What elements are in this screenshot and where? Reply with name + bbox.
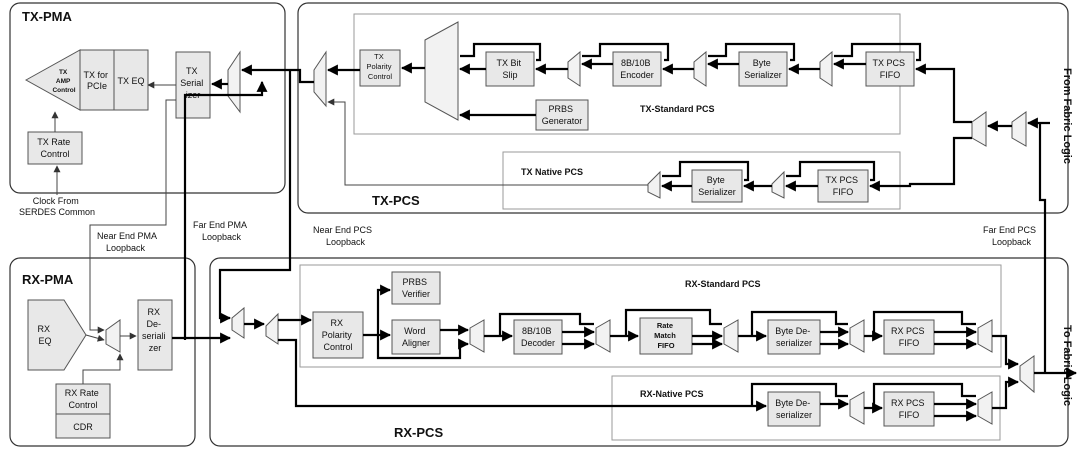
tx-fabric-demux-left xyxy=(971,111,987,147)
rx-native-byte-deserializer-label: Byte De- serializer xyxy=(775,398,813,420)
tx-bit-slip-label: TX Bit Slip xyxy=(496,58,523,80)
near-end-pcs-loopback-label: Near End PCS Loopback xyxy=(313,225,375,247)
prbs-verifier-block xyxy=(391,271,441,305)
prbs-generator-label: PRBS Generator xyxy=(542,104,583,126)
tx-8b10b-encoder-label: 8B/10B Encoder xyxy=(620,58,654,80)
tx-byte-serializer-mux xyxy=(819,50,833,87)
tx-standard-output-mux xyxy=(424,21,459,121)
tx-byte-serializer-label: Byte Serializer xyxy=(744,58,782,80)
from-fabric-logic-label: From Fabric Logic xyxy=(1061,68,1073,164)
rx-standard-output-mux xyxy=(977,319,993,353)
tx-native-pcs-label: TX Native PCS xyxy=(521,167,583,177)
rx-native-output-mux xyxy=(977,391,993,425)
rx-native-byte-deserializer-block xyxy=(767,391,821,427)
tx-pcs-fifo-block xyxy=(865,51,915,87)
rx-native-pcs-label: RX-Native PCS xyxy=(640,389,704,399)
rx-pcs-fifo-label: RX PCS FIFO xyxy=(891,326,927,348)
rx-deserializer-block xyxy=(137,299,173,371)
tx-eq-label: TX EQ xyxy=(117,76,144,86)
rx-polarity-control-block xyxy=(312,311,364,359)
prbs-verifier-label: PRBS Verifier xyxy=(402,277,430,299)
rx-byte-deserializer-block xyxy=(767,319,821,355)
far-end-pcs-loopback-label: Far End PCS Loopback xyxy=(983,225,1039,247)
tx-native-byte-serializer-mux xyxy=(771,170,785,199)
near-end-pma-loopback-label: Near End PMA Loopback xyxy=(97,231,159,253)
tx-pcs-output-mux xyxy=(313,50,327,108)
rx-byte-deserializer-mux xyxy=(849,319,865,353)
rate-match-fifo-label: Rate Match FIFO xyxy=(654,321,678,350)
rx-standard-pcs-label: RX-Standard PCS xyxy=(685,279,761,289)
tx-for-pcie-label: TX for PCIe xyxy=(83,70,110,91)
rx-8b10b-decoder-block xyxy=(513,319,563,355)
tx-bitslip-mux xyxy=(567,50,581,87)
rx-pcs-split-mux xyxy=(265,312,279,345)
far-end-pma-loopback-label: Far End PMA Loopback xyxy=(193,220,249,242)
rx-polarity-control-label: RX Polarity Control xyxy=(322,318,355,352)
rx-deserializer-label: RX De- seriali zer xyxy=(142,307,168,353)
rx-native-pcs-fifo-label: RX PCS FIFO xyxy=(891,398,927,420)
rx-rate-match-mux xyxy=(723,319,739,353)
rx-native-pcs-fifo-block xyxy=(883,391,935,427)
tx-polarity-control-label: TX Polarity Control xyxy=(366,52,393,81)
tx-fabric-demux-right xyxy=(1011,111,1027,147)
tx-byte-serializer-block xyxy=(738,51,788,87)
rx-eq-block xyxy=(27,299,87,371)
rx-8b10b-decoder-label: 8B/10B Decoder xyxy=(521,326,555,348)
tx-8b10b-encoder-block xyxy=(612,51,662,87)
rx-eq-label: RX EQ xyxy=(37,324,52,346)
cdr-block xyxy=(55,413,111,439)
tx-encoder-mux xyxy=(693,50,707,87)
tx-amp-control-label: TX AMP Control xyxy=(52,69,75,94)
rx-rate-control-label: RX Rate Control xyxy=(65,388,102,410)
rx-pcs-input-mux xyxy=(231,306,245,339)
signal-wires xyxy=(51,42,1078,422)
tx-for-pcie-block xyxy=(79,49,115,111)
tx-pcs-fifo-label: TX PCS FIFO xyxy=(872,58,907,80)
tx-native-pcs-fifo-block xyxy=(817,169,869,203)
tx-native-byte-serializer-label: Byte Serializer xyxy=(698,175,736,197)
tx-standard-pcs-label: TX-Standard PCS xyxy=(640,104,715,114)
clock-from-serdes-label: Clock From SERDES Common xyxy=(19,196,95,217)
rx-fabric-output-mux xyxy=(1019,355,1035,394)
tx-native-output-mux xyxy=(647,170,661,199)
word-aligner-label: Word Aligner xyxy=(402,326,430,348)
rx-byte-deserializer-label: Byte De- serializer xyxy=(775,326,813,348)
tx-native-pcs-fifo-label: TX PCS FIFO xyxy=(825,175,860,197)
tx-polarity-control-block xyxy=(359,49,401,87)
tx-serializer-block xyxy=(175,51,211,119)
rx-aligner-mux xyxy=(469,319,485,353)
rx-pcs-fifo-block xyxy=(883,319,935,355)
tx-eq-block xyxy=(113,49,149,111)
rx-pcs-title: RX-PCS xyxy=(394,425,443,440)
rx-native-byte-deserializer-mux xyxy=(849,391,865,425)
rx-pma-mux xyxy=(105,319,121,353)
word-aligner-block xyxy=(391,319,441,355)
tx-pcs-title: TX-PCS xyxy=(372,193,420,208)
tx-pma-mux xyxy=(227,50,241,114)
tx-native-byte-serializer-block xyxy=(691,169,743,203)
tx-rate-control-label: TX Rate Control xyxy=(37,137,73,159)
rx-pma-title: RX-PMA xyxy=(22,272,74,287)
cdr-label: CDR xyxy=(73,422,93,432)
tx-bit-slip-block xyxy=(485,51,535,87)
rx-decoder-mux xyxy=(595,319,611,353)
to-fabric-logic-label: To Fabric Logic xyxy=(1061,325,1073,406)
tx-pma-title: TX-PMA xyxy=(22,9,72,24)
